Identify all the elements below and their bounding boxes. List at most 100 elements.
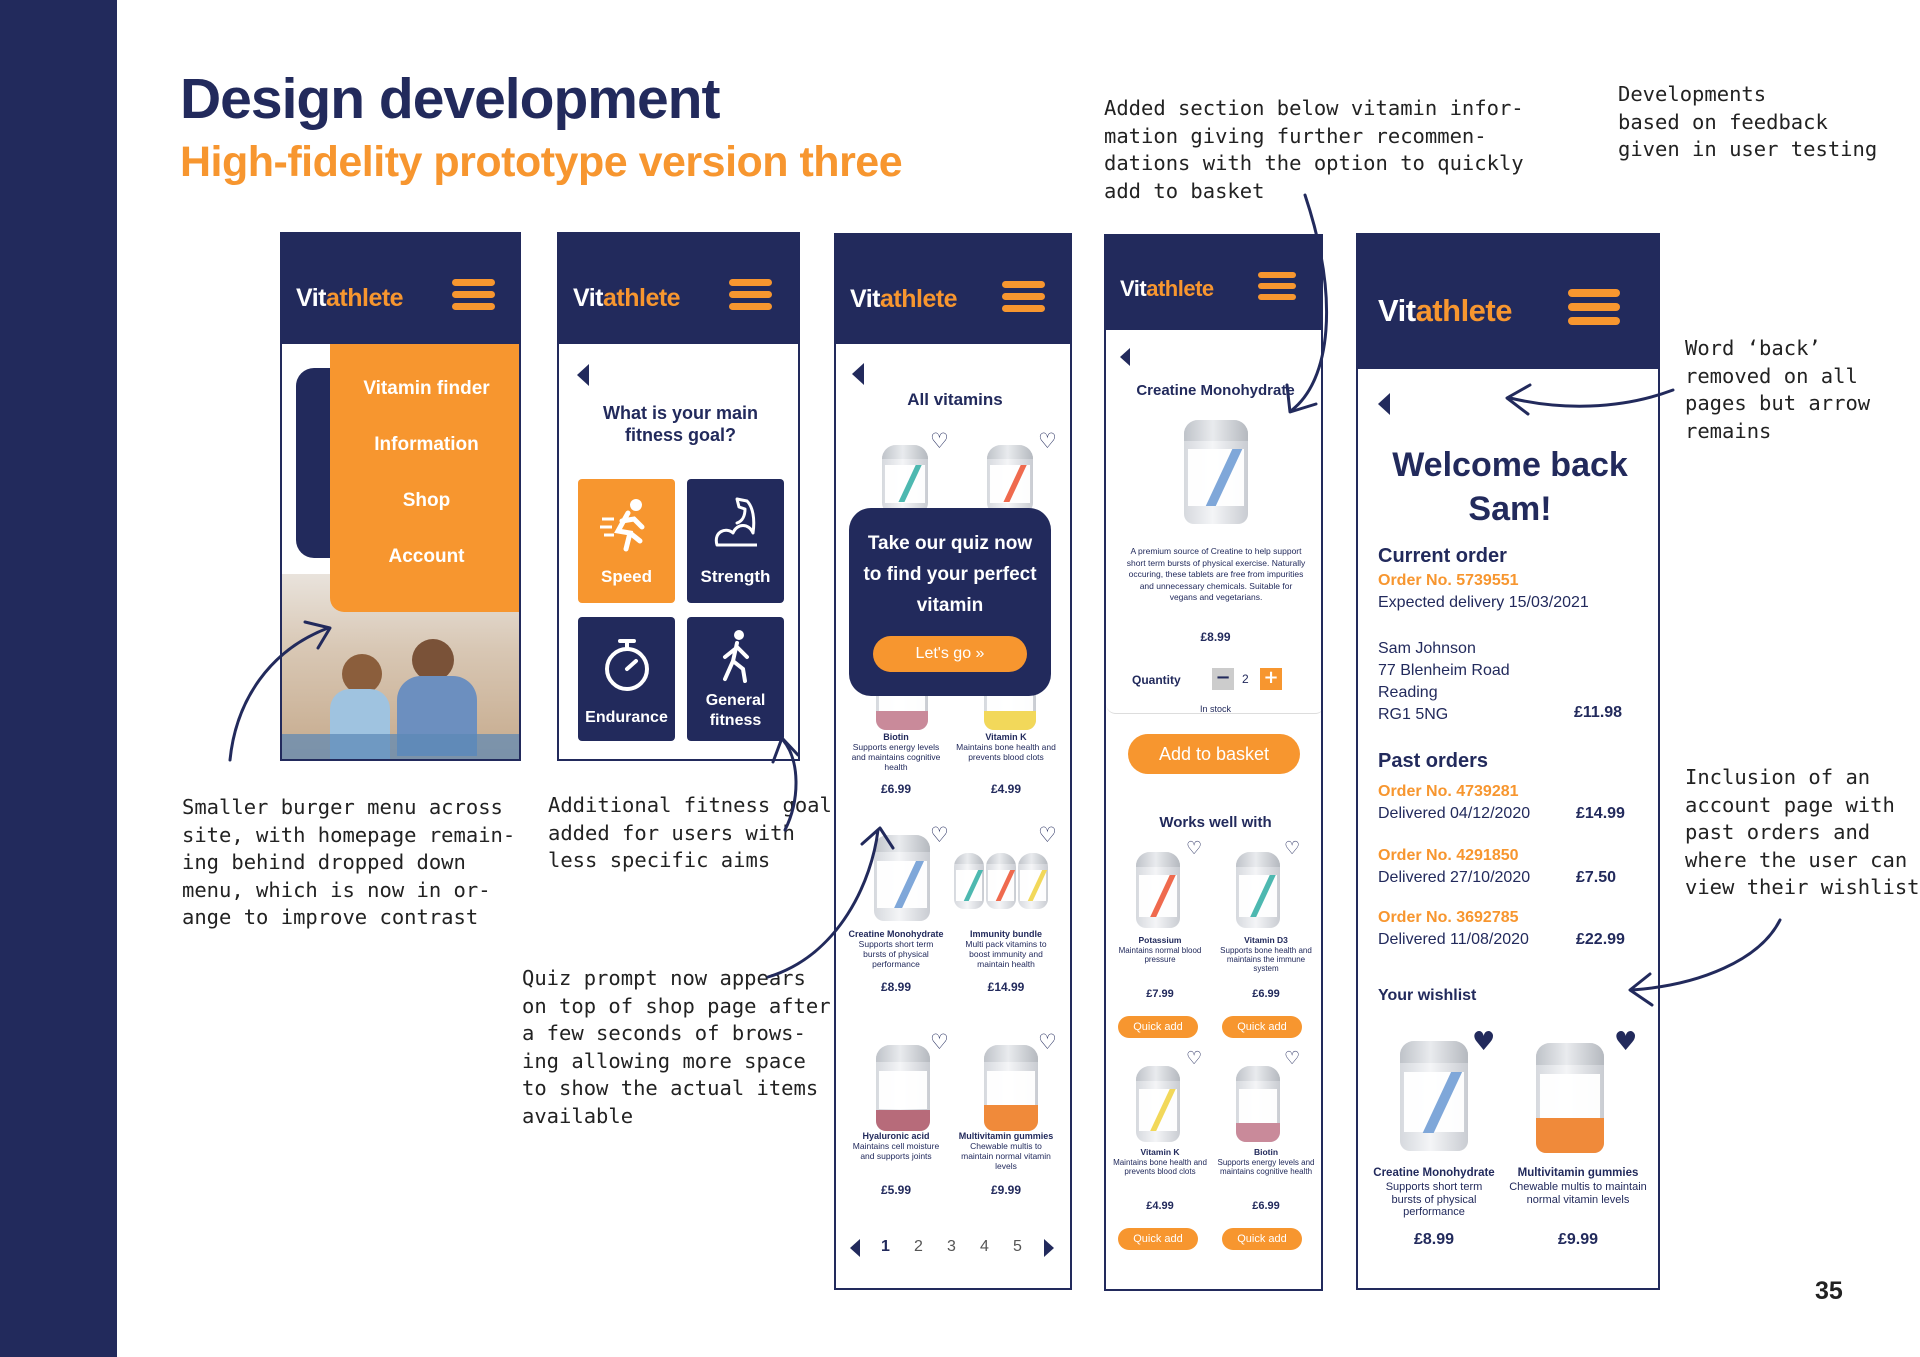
wishlist-heading: Your wishlist [1378,987,1477,1004]
product-price: £4.99 [1146,1200,1174,1212]
product-description: Maintains cell moisture and supports joi… [852,1141,940,1161]
burger-menu-icon[interactable] [1002,281,1045,312]
burger-menu-icon[interactable] [452,279,495,310]
note-feedback: Developments based on feedback given in … [1618,82,1878,161]
goal-speed-button[interactable]: Speed [578,479,675,603]
quantity-plus-button[interactable]: + [1260,668,1282,690]
goal-general-fitness-button[interactable]: General fitness [687,617,784,741]
product-name: Vitamin K [985,732,1027,742]
creatine-bottle [1184,420,1248,524]
menu-item-vitamin-finder[interactable]: Vitamin finder [363,378,490,399]
next-page-icon[interactable] [1044,1239,1054,1257]
app-header [559,234,798,344]
quick-add-button[interactable]: Quick add [1222,1016,1302,1038]
wishlist-heart-icon[interactable]: ♡ [1284,1048,1301,1069]
product-description: Maintains bone health and prevents blood… [1113,1158,1207,1177]
note-fitness-goal: Additional fitness goal added for users … [548,793,832,872]
product-bottle [1018,853,1048,909]
menu-item-information[interactable]: Information [374,434,479,455]
quiz-popup: Take our quiz now to find your perfect v… [849,508,1051,696]
dropdown-menu: Vitamin finder Information Shop Account [330,344,519,612]
note-added-section: Added section below vitamin infor- matio… [1104,96,1524,203]
past-order-number[interactable]: Order No. 3692785 [1378,909,1519,926]
current-order-delivery: Expected delivery 15/03/2021 [1378,594,1589,611]
product-price: £8.99 [880,980,912,994]
product-name: Vitamin D3 [1244,935,1288,945]
left-sidebar-band [0,0,117,1357]
wishlist-heart-icon[interactable]: ♡ [930,429,949,453]
product-price: £6.99 [1252,1200,1280,1212]
burger-menu-icon[interactable] [1568,289,1620,325]
current-order-number[interactable]: Order No. 5739551 [1378,572,1519,589]
product-price: £8.99 [1413,1231,1455,1248]
page-link-3[interactable]: 3 [947,1238,956,1255]
menu-item-shop[interactable]: Shop [402,490,451,511]
quiz-start-button[interactable]: Let's go » [873,636,1027,672]
product-name: Biotin [1253,1147,1279,1157]
app-logo: Vitathlete [1378,293,1512,328]
page-link-5[interactable]: 5 [1013,1238,1022,1255]
goal-endurance-button[interactable]: Endurance [578,617,675,741]
past-order-total: £22.99 [1576,931,1625,948]
product-description: Maintains bone health and prevents blood… [956,742,1056,762]
quantity-label: Quantity [1132,673,1181,687]
burger-menu-icon[interactable] [729,279,772,310]
wishlist-heart-icon[interactable]: ♡ [1284,838,1301,859]
wishlist-heart-filled-icon[interactable]: ♥ [1614,1027,1638,1057]
walking-icon [723,630,749,683]
phone-homepage-menu: Vitathlete Vitamin finder Information Sh… [280,232,521,761]
product-description: Maintains normal blood pressure [1118,946,1202,965]
back-arrow-icon[interactable] [577,364,589,386]
quantity-value: 2 [1242,672,1249,686]
product-price: £4.99 [990,782,1022,796]
back-arrow-icon[interactable] [852,363,864,385]
back-arrow-icon[interactable] [1378,393,1390,415]
wishlist-heart-filled-icon[interactable]: ♥ [1472,1027,1496,1057]
add-to-basket-button[interactable]: Add to basket [1128,734,1300,774]
wishlist-heart-icon[interactable]: ♡ [1186,838,1203,859]
page-title: Design development [180,67,720,131]
menu-item-account[interactable]: Account [388,546,465,567]
quantity-minus-button[interactable]: − [1212,668,1234,690]
product-description: Supports energy levels and maintains cog… [1217,1158,1315,1177]
welcome-heading: Welcome back Sam! [1392,446,1628,528]
app-logo: Vitathlete [1120,276,1214,301]
page-number: 35 [1815,1277,1843,1305]
quick-add-button[interactable]: Quick add [1118,1016,1198,1038]
wishlist-heart-icon[interactable]: ♡ [930,1030,949,1054]
goal-question: What is your main fitness goal? [602,403,759,445]
works-well-with-heading: Works well with [1159,814,1272,831]
wishlist-heart-icon[interactable]: ♡ [1038,1030,1057,1054]
app-header [282,234,519,344]
product-name: Biotin [883,732,909,742]
prev-page-icon[interactable] [850,1239,860,1257]
past-order-number[interactable]: Order No. 4291850 [1378,847,1519,864]
page-link-4[interactable]: 4 [980,1238,989,1255]
phone-shop-all-vitamins: Vitathlete All vitamins ♡ ♡ Biotin Suppo… [834,233,1072,1290]
wishlist-heart-icon[interactable]: ♡ [1186,1048,1203,1069]
burger-menu-icon[interactable] [1258,272,1296,300]
quick-add-button[interactable]: Quick add [1222,1228,1302,1250]
quiz-popup-text: Take our quiz now to find your perfect v… [863,533,1037,616]
wishlist-heart-icon[interactable]: ♡ [930,823,949,847]
page-link-1[interactable]: 1 [881,1238,890,1255]
wishlist-heart-icon[interactable]: ♡ [1038,429,1057,453]
product-description: Supports bone health and maintains the i… [1220,946,1312,974]
app-logo: Vitathlete [296,284,404,312]
page-link-2[interactable]: 2 [914,1238,923,1255]
product-description: Supports short term bursts of physical p… [1385,1181,1483,1219]
past-order-total: £7.50 [1576,869,1617,886]
product-name: Vitamin K [1140,1147,1180,1157]
goal-strength-button[interactable]: Strength [687,479,784,603]
quick-add-button[interactable]: Quick add [1118,1228,1198,1250]
wishlist-heart-icon[interactable]: ♡ [1038,823,1057,847]
past-order-delivered: Delivered 04/12/2020 [1378,805,1531,822]
stopwatch-icon [605,639,649,691]
past-order-delivered: Delivered 27/10/2020 [1378,869,1531,886]
past-order-number[interactable]: Order No. 4739281 [1378,783,1519,800]
app-logo: Vitathlete [850,285,958,313]
product-bottle [984,1045,1038,1131]
back-arrow-icon[interactable] [1120,348,1130,366]
product-bottle [1400,1041,1468,1151]
